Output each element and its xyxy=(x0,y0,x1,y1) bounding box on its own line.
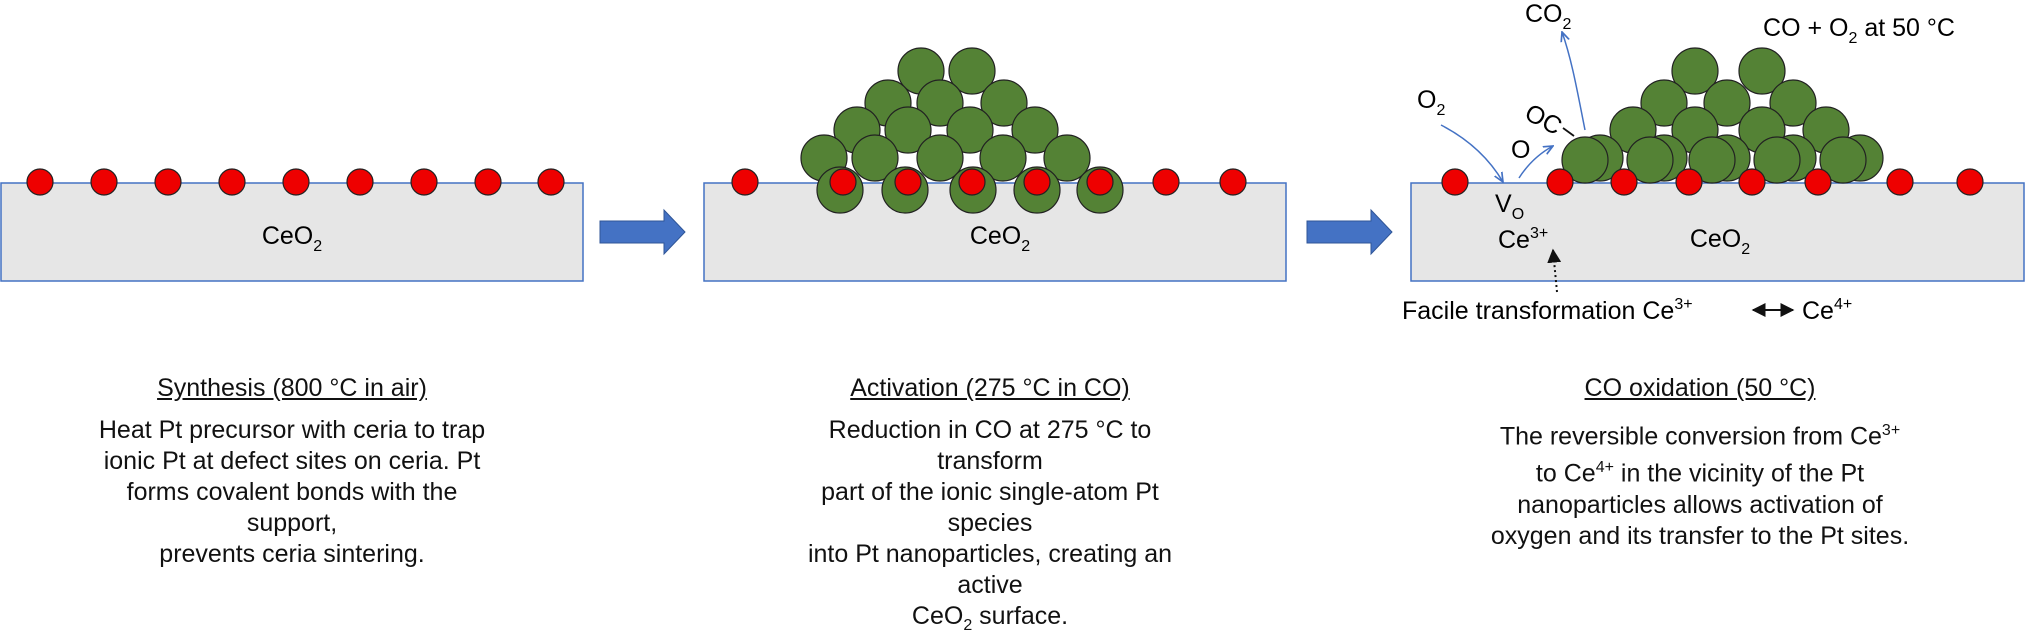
caption-line: into Pt nanoparticles, creating an activ… xyxy=(807,540,1173,599)
pt-atom xyxy=(346,168,374,196)
substrate-label: CeO2 xyxy=(1690,225,1750,258)
pt-atom xyxy=(26,168,54,196)
pt-particle-sphere xyxy=(1671,47,1719,95)
caption-title: Synthesis (800 °C in air) xyxy=(157,374,427,402)
pt-atom xyxy=(1804,168,1832,196)
co2-label: CO2 xyxy=(1525,0,1572,33)
caption-line: to Ce4+ in the vicinity of the Pt xyxy=(1535,459,1865,488)
pt-particle-sphere xyxy=(1703,79,1751,127)
pt-particle-sphere xyxy=(948,47,996,95)
caption-line: Heat Pt precursor with ceria to trap xyxy=(98,416,486,444)
pt-particle-sphere xyxy=(1819,136,1867,184)
pt-particle-sphere xyxy=(916,79,964,127)
pt-atom xyxy=(90,168,118,196)
pt-particle-sphere xyxy=(1753,136,1801,184)
diagram-canvas: CeO2 CeO2 CeO2 CO + O2 at 50 °C CO2 O2 O… xyxy=(0,0,2025,325)
panel-co-oxidation: CeO2 CO + O2 at 50 °C CO2 O2 O OC VO Ce3… xyxy=(1402,0,2025,325)
caption-co-oxidation: CO oxidation (50 °C) The reversible conv… xyxy=(1490,373,1910,552)
pt-particle-sphere xyxy=(1626,136,1674,184)
pt-particle-sphere xyxy=(1738,47,1786,95)
facile-transformation: Facile transformation Ce3+ xyxy=(1402,296,1693,325)
pt-particle-sphere xyxy=(1011,106,1059,154)
caption-body: The reversible conversion from Ce3+ to C… xyxy=(1490,415,1910,552)
pt-particle-sphere xyxy=(946,106,994,154)
ce3-label: Ce3+ xyxy=(1498,225,1548,254)
caption-line: nanoparticles allows activation of xyxy=(1517,490,1883,519)
pt-particle-sphere xyxy=(884,106,932,154)
o2-label: O2 xyxy=(1417,86,1445,119)
co-bond-line xyxy=(1562,127,1575,137)
pt-particle-sphere xyxy=(916,134,964,182)
caption-line: prevents ceria sintering. xyxy=(159,540,425,568)
pt-particle-sphere xyxy=(1769,79,1817,127)
process-arrow xyxy=(599,208,686,256)
panel-activation: CeO2 xyxy=(703,47,1287,282)
caption-activation: Activation (275 °C in CO) Reduction in C… xyxy=(780,373,1200,641)
pt-atom xyxy=(1441,168,1469,196)
pt-atom xyxy=(829,168,857,196)
pt-particle-sphere xyxy=(1043,134,1091,182)
pt-atom xyxy=(1610,168,1638,196)
pt-atom xyxy=(1675,168,1703,196)
caption-synthesis: Synthesis (800 °C in air) Heat Pt precur… xyxy=(92,373,492,570)
pt-atom xyxy=(894,168,922,196)
panel-synthesis: CeO2 xyxy=(0,168,584,282)
pt-particle-sphere xyxy=(1640,79,1688,127)
pt-atom xyxy=(474,168,502,196)
pt-atoms xyxy=(731,168,1247,196)
ceria-substrate xyxy=(1410,182,2025,282)
pt-atom xyxy=(154,168,182,196)
pt-particle-sphere xyxy=(851,134,899,182)
pt-atom xyxy=(410,168,438,196)
pt-atom xyxy=(1086,168,1114,196)
caption-title: CO oxidation (50 °C) xyxy=(1584,374,1816,402)
o2-adsorption-arrow xyxy=(1440,124,1503,182)
pt-atom xyxy=(1956,168,1984,196)
pt-atom xyxy=(218,168,246,196)
pt-atom xyxy=(1886,168,1914,196)
oc-label: OC xyxy=(1520,99,1566,141)
pt-particle-sphere xyxy=(1561,136,1609,184)
pt-single-atoms xyxy=(26,168,565,196)
reaction-condition: CO + O2 at 50 °C xyxy=(1763,14,1955,47)
caption-body: Reduction in CO at 275 °C to transform p… xyxy=(780,415,1200,641)
pt-atom xyxy=(1546,168,1574,196)
pt-atom xyxy=(958,168,986,196)
caption-line: oxygen and its transfer to the Pt sites. xyxy=(1490,521,1910,550)
substrate-label: CeO2 xyxy=(970,222,1030,255)
pt-atom xyxy=(1023,168,1051,196)
co2-release-arrow xyxy=(1562,32,1586,131)
process-arrow xyxy=(1306,208,1393,256)
caption-body: Heat Pt precursor with ceria to trap ion… xyxy=(92,415,492,570)
pt-atom xyxy=(731,168,759,196)
caption-line: ionic Pt at defect sites on ceria. Pt xyxy=(103,447,481,475)
oxygen-label: O xyxy=(1511,136,1530,164)
caption-line: The reversible conversion from Ce3+ xyxy=(1499,422,1901,451)
ceria-substrate xyxy=(703,182,1287,282)
caption-title: Activation (275 °C in CO) xyxy=(850,374,1130,402)
caption-line: forms covalent bonds with the support, xyxy=(126,478,458,537)
caption-line: part of the ionic single-atom Pt species xyxy=(821,478,1159,537)
pt-particle-sphere xyxy=(979,134,1027,182)
pt-atoms xyxy=(1441,168,1984,196)
substrate-label: CeO2 xyxy=(262,222,322,255)
oxygen-transfer-arrow xyxy=(1518,146,1553,179)
pt-atom xyxy=(1219,168,1247,196)
pt-particle-sphere xyxy=(980,79,1028,127)
ceria-substrate xyxy=(0,182,584,282)
caption-line: Reduction in CO at 275 °C to transform xyxy=(828,416,1152,475)
pt-atom xyxy=(1152,168,1180,196)
pt-nanoparticle xyxy=(1561,47,1884,184)
caption-line: CeO2 surface. xyxy=(911,602,1069,634)
pt-atom xyxy=(282,168,310,196)
pt-particle-sphere xyxy=(1688,136,1736,184)
ce4-label: Ce4+ xyxy=(1802,296,1852,325)
pt-atom xyxy=(537,168,565,196)
dotted-pointer xyxy=(1547,248,1562,293)
pt-atom xyxy=(1738,168,1766,196)
oxygen-vacancy-label: VO xyxy=(1495,190,1524,223)
